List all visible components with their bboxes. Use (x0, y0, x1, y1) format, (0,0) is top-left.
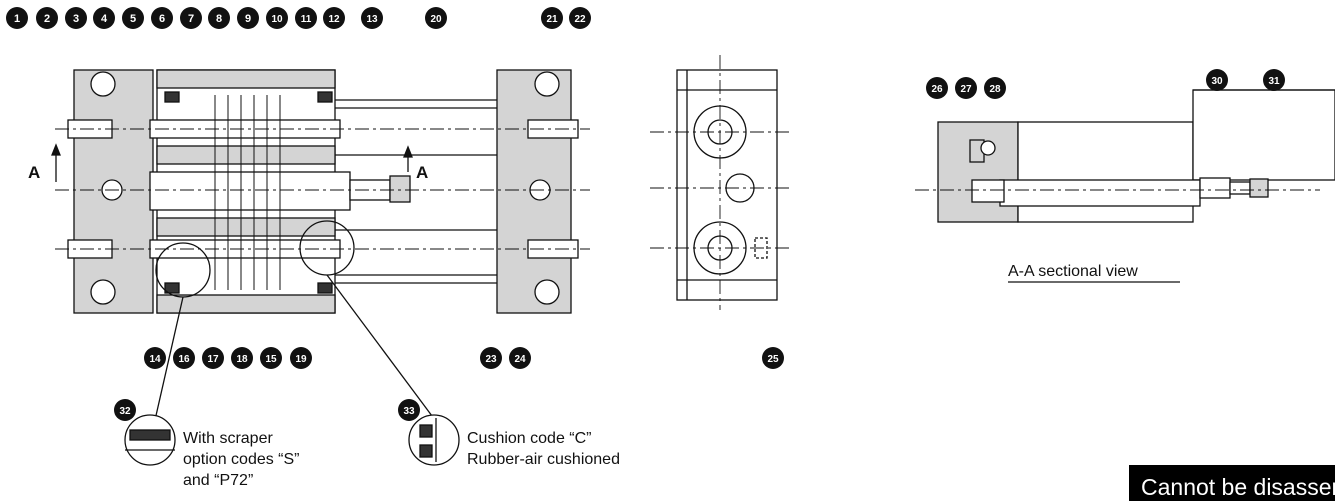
section-mark-left: A (28, 163, 40, 182)
callout-number: 23 (485, 354, 497, 365)
callout-number: 25 (767, 354, 779, 365)
callout-number: 26 (931, 84, 943, 95)
callout-bubble (151, 7, 173, 29)
callout-bubble (955, 77, 977, 99)
callout-bubble (266, 7, 288, 29)
callout-bubble (361, 7, 383, 29)
section-view-label: A-A sectional view (1008, 263, 1138, 280)
callout-bubble (926, 77, 948, 99)
section-mark-right: A (416, 163, 428, 182)
scraper-note-line2: option codes “S” (183, 451, 300, 468)
callout-number: 33 (403, 406, 415, 417)
callout-bubble (202, 347, 224, 369)
callout-bubble (541, 7, 563, 29)
callout-bubble (398, 399, 420, 421)
cushion-detail (408, 414, 460, 466)
callout-bubble (231, 347, 253, 369)
callout-bubble (93, 7, 115, 29)
callout-bubble (237, 7, 259, 29)
callout-number: 17 (207, 354, 219, 365)
scraper-note-line1: With scraper (183, 430, 273, 447)
callout-number: 3 (73, 13, 79, 25)
callout-bubble (1263, 69, 1285, 91)
scraper-detail (124, 414, 176, 466)
callout-number: 32 (119, 406, 131, 417)
callout-bubble (180, 7, 202, 29)
callout-number: 14 (149, 354, 161, 365)
callout-bubble (425, 7, 447, 29)
cannot-disassemble-banner: Cannot be disassembled (1129, 465, 1335, 501)
end-view (650, 55, 790, 310)
callout-bubble (569, 7, 591, 29)
callout-bubble (173, 347, 195, 369)
callout-bubble (509, 347, 531, 369)
callout-bubble (208, 7, 230, 29)
callout-bubble (480, 347, 502, 369)
callout-bubble (36, 7, 58, 29)
callout-number: 21 (546, 14, 558, 25)
callout-bubble (762, 347, 784, 369)
cushion-note-line2: Rubber-air cushioned (467, 451, 620, 468)
scraper-note-line3: and “P72” (183, 472, 253, 489)
callout-number: 10 (271, 14, 283, 25)
callout-bubble (6, 7, 28, 29)
callout-bubble (260, 347, 282, 369)
callout-bubble (144, 347, 166, 369)
callout-number: 30 (1211, 76, 1223, 87)
callout-bubble (114, 399, 136, 421)
callout-number: 28 (989, 84, 1001, 95)
callout-number: 9 (245, 13, 251, 25)
callout-number: 7 (188, 13, 194, 25)
callout-bubble (122, 7, 144, 29)
callout-number: 15 (265, 354, 277, 365)
callout-bubble (290, 347, 312, 369)
cushion-note-line1: Cushion code “C” (467, 430, 592, 447)
callout-number: 5 (130, 13, 136, 25)
callout-number: 6 (159, 13, 165, 25)
section-view (915, 89, 1335, 283)
callout-number: 27 (960, 84, 972, 95)
callout-number: 4 (101, 13, 108, 25)
callout-number: 18 (236, 354, 248, 365)
callout-number: 12 (328, 14, 340, 25)
callout-number: 31 (1268, 76, 1280, 87)
callout-number: 1 (14, 13, 20, 25)
callout-number: 2 (44, 13, 50, 25)
callout-bubble (295, 7, 317, 29)
main-side-view (51, 69, 590, 421)
callout-number: 16 (178, 354, 190, 365)
callout-bubble (65, 7, 87, 29)
callout-number: 13 (366, 14, 378, 25)
callout-bubble (323, 7, 345, 29)
callout-number: 22 (574, 14, 586, 25)
callout-number: 11 (301, 14, 312, 25)
callout-number: 19 (295, 354, 307, 365)
callout-number: 8 (216, 13, 222, 25)
callout-number: 24 (514, 354, 526, 365)
callout-number: 20 (430, 14, 442, 25)
callout-bubble (984, 77, 1006, 99)
callout-bubble (1206, 69, 1228, 91)
